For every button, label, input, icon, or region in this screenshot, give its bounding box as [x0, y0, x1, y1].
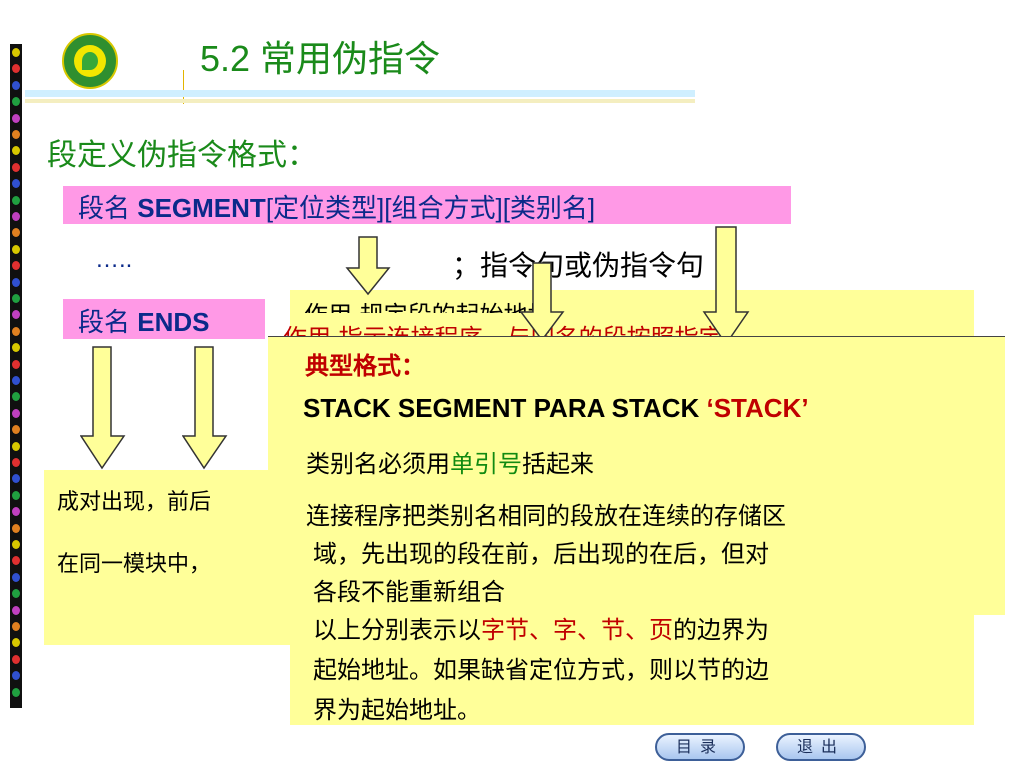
segment-body-ellipsis: …..	[95, 246, 133, 273]
segment-syntax-highlight	[63, 186, 791, 224]
class-name-note: 类别名必须用单引号括起来	[306, 444, 594, 479]
strip-dot	[12, 294, 20, 303]
strip-dot	[12, 507, 20, 517]
class-name-description: 域，先出现的段在前，后出现的在后，但对	[313, 540, 769, 568]
logo-emblem	[74, 45, 106, 77]
strip-dot	[12, 64, 20, 74]
strip-dot	[12, 277, 20, 287]
crosshair-decoration	[183, 70, 184, 104]
strip-dot	[12, 458, 20, 467]
strip-dot	[12, 195, 20, 205]
strip-dot	[12, 441, 20, 451]
leaf-icon	[82, 52, 98, 70]
segment-params: [定位类型][组合方式][类别名]	[265, 193, 596, 223]
strip-dot	[12, 622, 20, 631]
back-box-line: 以上分别表示以字节、字、节、页的边界为	[313, 610, 963, 646]
strip-dot	[12, 310, 20, 320]
strip-dot	[12, 540, 20, 549]
strip-dot	[12, 605, 20, 615]
strip-dot	[12, 556, 20, 566]
strip-dot	[12, 572, 20, 582]
class-name-description: 各段不能重新组合	[313, 578, 505, 606]
segment-name: 段名	[78, 193, 138, 223]
typical-format-example: STACK SEGMENT PARA STACK ‘STACK’	[303, 393, 809, 424]
arrow-down-icon	[345, 236, 391, 296]
strip-dot	[12, 113, 20, 123]
strip-dot	[12, 425, 20, 435]
ends-syntax-highlight	[63, 299, 265, 339]
strip-dot	[12, 162, 20, 172]
arrow-down-icon	[702, 226, 750, 346]
alignment-units: 字节、字、节、页	[481, 616, 673, 644]
note-text: 括起来	[522, 450, 594, 478]
strip-dot	[12, 474, 20, 484]
back-box-line: 作用 规定段的起始地址	[304, 295, 964, 313]
pairing-note-line: 成对出现，前后	[57, 490, 212, 515]
school-logo	[62, 33, 118, 89]
strip-dot	[12, 80, 20, 90]
class-name-box	[268, 336, 1005, 615]
back-box-line: 起始地址。如果缺省定位方式，则以节的边	[313, 656, 769, 684]
header-rule	[25, 90, 695, 97]
strip-dot	[12, 48, 20, 57]
strip-dot	[12, 589, 20, 599]
strip-dot	[12, 359, 20, 369]
strip-dot	[12, 261, 20, 271]
strip-dot	[12, 408, 20, 418]
class-name-description: 连接程序把类别名相同的段放在连续的存储区	[306, 502, 786, 530]
strip-dot	[12, 376, 20, 385]
arrow-down-icon	[182, 346, 228, 470]
note-highlight: 单引号	[450, 450, 522, 478]
example-code: STACK SEGMENT PARA STACK	[303, 393, 707, 423]
strip-dot	[12, 97, 20, 107]
ends-keyword: ENDS	[137, 307, 210, 337]
strip-dot	[12, 179, 20, 189]
ends-name: 段名	[78, 307, 138, 337]
arrow-down-icon	[80, 346, 126, 470]
pairing-note-line: 在同一模块中，	[57, 552, 212, 577]
segment-syntax: 段名 SEGMENT[定位类型][组合方式][类别名]	[78, 188, 595, 225]
header-rule	[25, 99, 695, 103]
strip-dot	[12, 671, 20, 681]
strip-dot	[12, 146, 20, 156]
strip-dot	[12, 490, 20, 500]
decorative-side-strip	[10, 44, 22, 708]
table-of-contents-button[interactable]: 目录	[655, 733, 745, 761]
strip-dot	[12, 392, 20, 402]
segment-keyword: SEGMENT	[137, 193, 266, 223]
strip-dot	[12, 523, 20, 533]
strip-dot	[12, 326, 20, 336]
strip-dot	[12, 343, 20, 353]
slide-title: 5.2 常用伪指令	[200, 38, 441, 79]
note-text: 类别名必须用	[306, 450, 450, 478]
example-class-name: ‘STACK’	[706, 393, 809, 423]
strip-dot	[12, 130, 20, 139]
strip-dot	[12, 654, 20, 664]
back-box-text: 以上分别表示以	[313, 616, 481, 644]
back-box-line: 界为起始地址。	[313, 696, 481, 724]
back-box-text: 的边界为	[673, 616, 769, 644]
pairing-note-box	[44, 470, 306, 645]
strip-dot	[12, 228, 20, 238]
statement-comment: ；指令句或伪指令句	[452, 249, 705, 282]
arrow-down-icon	[519, 262, 565, 342]
ends-syntax: 段名 ENDS	[78, 302, 209, 339]
strip-dot	[12, 244, 20, 254]
strip-dot	[12, 212, 20, 221]
strip-dot	[12, 687, 20, 697]
exit-button[interactable]: 退出	[776, 733, 866, 761]
strip-dot	[12, 638, 20, 648]
typical-format-heading: 典型格式：	[305, 351, 425, 380]
section-heading: 段定义伪指令格式：	[47, 138, 317, 173]
